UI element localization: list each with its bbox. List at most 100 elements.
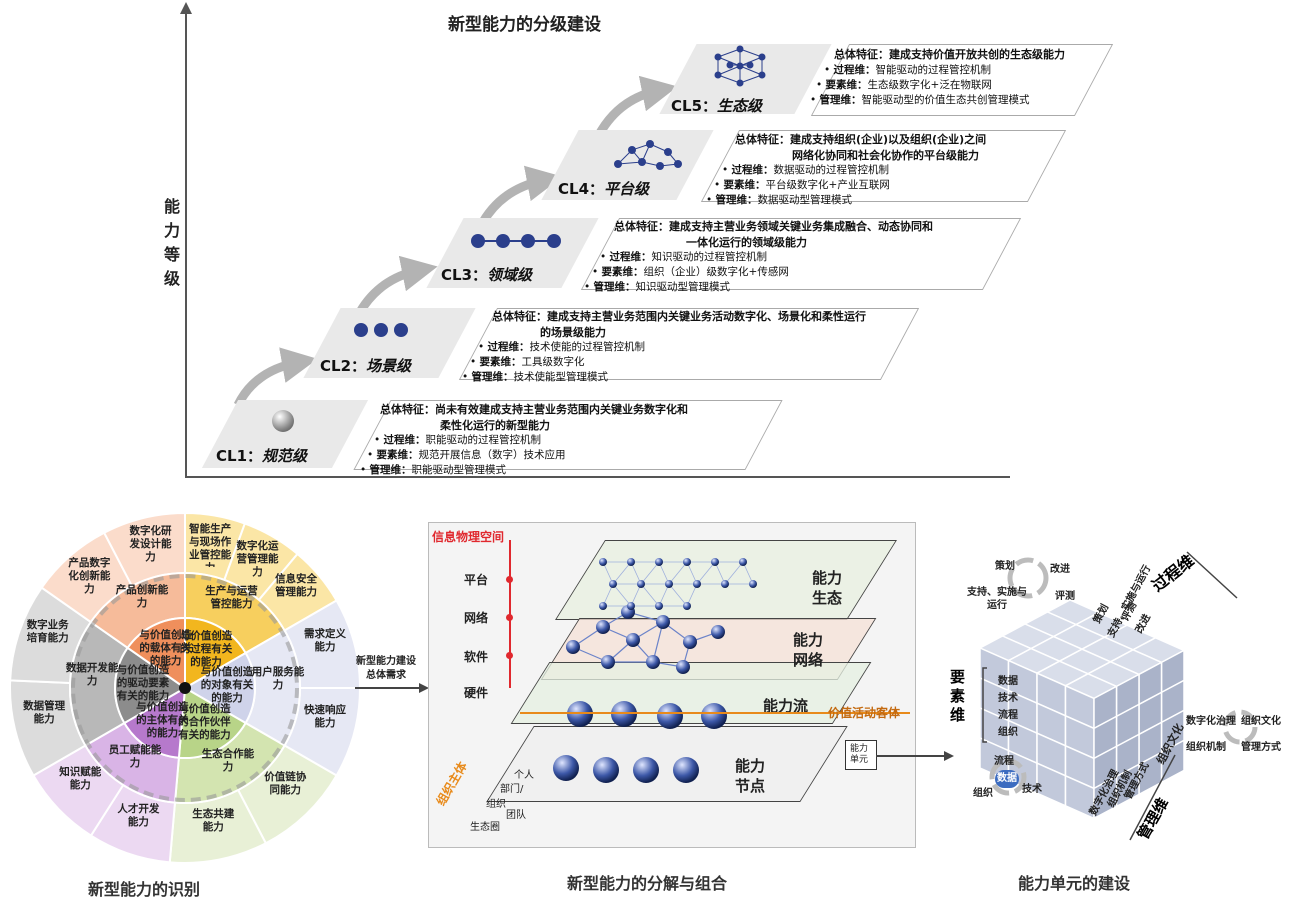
eco-edge-3-9 — [686, 561, 698, 585]
eco-edge-4-9 — [696, 561, 716, 585]
eco-node-9 — [693, 580, 701, 588]
eco-edge-6-13 — [612, 583, 632, 607]
net-node-2 — [626, 633, 640, 647]
cl5-label: CL5：生态级 — [671, 97, 763, 115]
org-item-org: 组织 — [486, 799, 506, 810]
element-data: 数据 — [998, 676, 1018, 687]
arrow-cl1-cl2 — [233, 347, 318, 408]
element-bracket — [982, 667, 987, 743]
cycle-plan: 策划 — [995, 561, 1015, 572]
cl5-features: 总体特征：建成支持价值开放共创的生态级能力 • 过程维：智能驱动的过程管控机制 … — [810, 48, 1065, 106]
y-axis — [185, 10, 187, 478]
eco-edge-8-14 — [658, 583, 670, 607]
org-item-ecosystem: 生态圈 — [470, 822, 500, 833]
wheel-label-8: 与价值创造的对象有关的能力 — [200, 666, 254, 704]
wheel-center-dot — [179, 682, 191, 694]
node-ball-0 — [553, 755, 579, 781]
net-node-7 — [646, 655, 660, 669]
wheel-label-10: 生态共建能力 — [192, 808, 235, 834]
wheel-label-4: 与价值创造的过程有关的能力 — [179, 629, 233, 668]
unit-box-label: 能力单元 — [850, 744, 869, 765]
layer-label-nodes: 能力节点 — [735, 757, 766, 795]
unit-arrow — [876, 751, 954, 761]
eco-node-0 — [599, 558, 607, 566]
red-dot-1 — [506, 576, 513, 583]
element-cycle-ring — [989, 758, 1027, 796]
mcycle-mode: 管理方式 — [1241, 742, 1281, 753]
net-node-8 — [676, 660, 690, 674]
eco-edge-0-6 — [602, 561, 614, 585]
eco-edge-2-7 — [640, 561, 660, 585]
wheel-label-3: 生产与运营管控能力 — [205, 585, 258, 611]
element-dim-label: 要素维 — [950, 668, 966, 724]
cl1-sphere-icon — [272, 410, 294, 432]
process-dim-arrow — [1186, 551, 1238, 599]
demand-arrow — [355, 683, 429, 693]
cycle-support: 支持、实施与运行 — [967, 587, 1027, 611]
eco-node-1 — [627, 558, 635, 566]
cube-right-3-3 — [1093, 775, 1118, 820]
eco-edge-5-11 — [742, 561, 754, 585]
wheel-label-1: 数字化运营管理能力 — [236, 540, 279, 579]
eco-edge-1-6 — [612, 561, 632, 585]
eco-node-3 — [683, 558, 691, 566]
eco-node-6 — [609, 580, 617, 588]
eco-edge-6-12 — [602, 583, 614, 607]
cl1-features: 总体特征：尚未有效建成支持主营业务范围内关键业务数字化和 柔性化运行的新型能力 … — [360, 403, 688, 476]
cl5-ecosystem-icon — [710, 45, 770, 91]
mgmt-cycle-ring — [1222, 709, 1258, 745]
org-item-person: 个人 — [514, 770, 534, 781]
red-dot-2 — [506, 614, 513, 621]
eco-edge-7-14 — [640, 583, 660, 607]
orange-line — [520, 712, 910, 714]
element-tech: 技术 — [998, 693, 1018, 704]
wheel-label-13: 人才开发能力 — [117, 803, 160, 829]
element-process: 流程 — [998, 710, 1018, 721]
wheel-label-11: 生态合作能力 — [201, 748, 255, 774]
node-ball-2 — [633, 757, 659, 783]
node-ball-1 — [593, 757, 619, 783]
eco-node-7 — [637, 580, 645, 588]
net-node-4 — [683, 635, 697, 649]
layer-label-flow: 能力流 — [763, 697, 809, 715]
cl2-label: CL2：场景级 — [320, 357, 412, 375]
unit-caption: 能力单元的建设 — [1018, 874, 1131, 893]
cl4-label: CL4：平台级 — [558, 180, 650, 198]
wheel-label-5: 需求定义能力 — [304, 628, 347, 654]
net-node-0 — [566, 640, 580, 654]
net-node-5 — [711, 625, 725, 639]
cl3-features: 总体特征：建成支持主营业务领域关键业务集成融合、动态协同和 一体化运行的领域级能… — [584, 220, 933, 293]
eco-edge-2-8 — [658, 561, 670, 585]
eco-edge-9-15 — [686, 583, 698, 607]
red-item-software: 软件 — [464, 650, 489, 664]
eco-node-8 — [665, 580, 673, 588]
y-axis-arrow — [180, 2, 192, 14]
red-dot-3 — [506, 652, 513, 659]
red-item-platform: 平台 — [464, 573, 489, 587]
decomp-caption: 新型能力的分解与组合 — [567, 874, 728, 893]
wheel-caption: 新型能力的识别 — [88, 880, 201, 899]
decomposition-graphics — [553, 558, 757, 783]
wheel-label-20: 与价值创造的驱动要素有关的能力 — [116, 664, 170, 703]
y-axis-label: 能力等级 — [163, 197, 180, 288]
demand-label-1: 新型能力建设 — [356, 656, 416, 667]
eco-node-10 — [721, 580, 729, 588]
cl2-features: 总体特征：建成支持主营业务范围内关键业务活动数字化、场景化和柔性运行 的场景级能… — [462, 310, 866, 383]
arrow-cl2-cl3 — [356, 255, 438, 315]
eco-edge-5-10 — [724, 561, 744, 585]
eco-node-4 — [711, 558, 719, 566]
capability-unit-box — [845, 740, 877, 770]
wheel-label-21: 产品数字化创新能力 — [68, 556, 111, 595]
level-arrows — [233, 75, 678, 408]
wheel-dashed-ring — [71, 574, 299, 802]
cycle-improve: 改进 — [1050, 564, 1070, 575]
demand-label-2: 总体需求 — [366, 670, 406, 681]
org-item-team: 团队 — [506, 810, 526, 821]
eco-edge-7-13 — [630, 583, 642, 607]
wheel-label-18: 数字业务培育能力 — [26, 619, 69, 645]
wheel-label-7: 用户服务能力 — [251, 666, 305, 691]
mcycle-culture: 组织文化 — [1241, 716, 1281, 727]
red-item-network: 网络 — [464, 611, 489, 625]
capability-wheel: 智能生产与现场作业管控能力数字化运营管理能力信息安全管理能力生产与运营管控能力与… — [9, 511, 360, 864]
